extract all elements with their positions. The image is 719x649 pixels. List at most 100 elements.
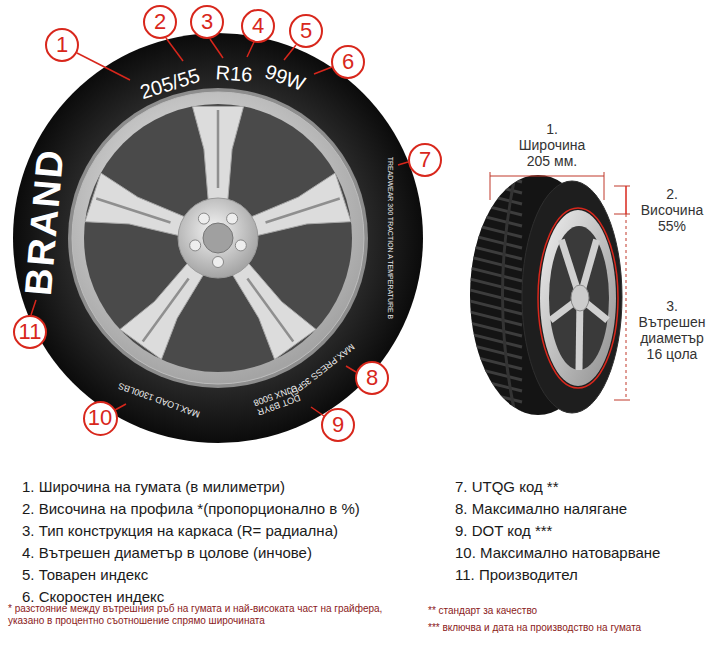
callout-text: 2: [154, 11, 166, 33]
tread-groove: [466, 377, 522, 391]
list-item: 11. Производител: [455, 566, 578, 583]
spoke-groove: [266, 198, 340, 222]
leader-line: [31, 300, 36, 315]
list-item: 1. Широчина на гумата (в милиметри): [22, 478, 285, 495]
tread-groove: [466, 212, 522, 226]
list-item: 8. Максимално налягане: [455, 500, 627, 517]
sidewall-marking: DOT B9YR UJNX 5008: [244, 380, 309, 421]
footnote: *** включва и дата на производство на гу…: [428, 622, 641, 634]
center-cap: [203, 223, 233, 253]
rim: [540, 210, 616, 386]
callout-number: 7: [408, 143, 442, 177]
leader-line: [346, 366, 356, 372]
leader-line: [311, 407, 324, 416]
brand-name: BRAND: [17, 147, 73, 297]
dimension-line: [625, 186, 627, 214]
spoke-groove: [247, 278, 293, 341]
spoke: [230, 259, 316, 360]
lug-nuts: [190, 213, 247, 267]
leader-line: [77, 53, 130, 80]
spoke-groove: [143, 278, 189, 341]
callout-number: 3: [190, 5, 224, 39]
footnote: ** стандарт за качество: [428, 605, 537, 617]
lug-nut: [227, 213, 238, 224]
wheel-spokes: [85, 106, 351, 359]
lug-nut: [190, 240, 201, 251]
tire-sidewall: [522, 181, 622, 413]
tread-pattern: [466, 168, 522, 435]
leader-line: [115, 404, 126, 410]
wheel-hub: [571, 285, 589, 311]
dimension-line: [614, 400, 630, 401]
callout-number: 1: [45, 28, 79, 62]
callout-text: 7: [419, 149, 431, 171]
callout-text: 1: [56, 34, 68, 56]
footnote: * разстояние между вътрешния ръб на гума…: [8, 603, 413, 626]
callout-text: 3: [201, 11, 213, 33]
dimension-line: [490, 176, 604, 177]
spoke-groove: [217, 110, 220, 188]
list-item: 4. Вътрешен диаметър в цолове (инчове): [22, 544, 312, 561]
lug-nut: [235, 240, 246, 251]
dimension-label: 2. Височина 55%: [636, 186, 708, 234]
leader-line: [314, 67, 332, 74]
tread-groove: [466, 421, 522, 435]
wheel-spokes: [550, 240, 607, 370]
rim-well: [84, 104, 352, 372]
callout-text: 11: [19, 321, 42, 343]
tread-groove: [466, 333, 522, 347]
tread-groove: [466, 168, 522, 182]
list-item: 7. UTQG код **: [455, 478, 559, 495]
leader-line: [284, 45, 296, 60]
spoke: [85, 173, 190, 237]
tread-groove: [466, 190, 522, 204]
spoke: [120, 259, 206, 360]
tread-groove: [466, 344, 522, 358]
sidewall-marking: MAX.LOAD 1300LBS: [117, 380, 201, 419]
size-marking: 205/55: [137, 64, 202, 104]
sidewall-marking: TREADWEAR 300 TRACTION A TEMPERATURE B: [386, 157, 394, 320]
tread-groove: [466, 410, 522, 424]
callout-text: 8: [366, 367, 378, 389]
size-marking: R16: [215, 61, 253, 87]
leader-lines: [31, 38, 408, 416]
list-item: 3. Тип конструкция на каркаса (R= радиал…: [22, 522, 338, 539]
spoke: [192, 106, 243, 205]
tire-sidewall: [13, 33, 423, 443]
dimension-line: [626, 214, 627, 400]
callout-number: 9: [321, 408, 355, 442]
callout-text: 9: [332, 414, 344, 436]
spoke-groove: [96, 198, 170, 222]
list-item: 6. Скоростен индекс: [22, 588, 164, 605]
rim-well: [549, 226, 609, 370]
list-item: 2. Височина на профила *(пропорционално …: [22, 500, 360, 517]
dimension-label: 1. Широчина 205 мм.: [514, 121, 590, 169]
callout-number: 11: [13, 315, 47, 349]
tread-groove: [466, 201, 522, 215]
list-item: 5. Товарен индекс: [22, 566, 148, 583]
tread-groove: [466, 234, 522, 248]
callout-number: 10: [83, 401, 118, 436]
tread-groove: [503, 176, 516, 414]
leader-line: [166, 38, 183, 61]
spoke: [246, 173, 351, 237]
callout-number: 4: [241, 9, 275, 43]
lug-nut: [198, 213, 209, 224]
callout-number: 6: [331, 45, 365, 79]
leader-line: [398, 162, 408, 165]
callout-number: 5: [289, 14, 323, 48]
list-item: 9. DOT код ***: [455, 522, 552, 539]
tread-groove: [466, 355, 522, 369]
tread-groove: [466, 366, 522, 380]
wheel-hub: [178, 198, 258, 278]
callout-number: 2: [143, 5, 177, 39]
dimension-marks: [490, 172, 630, 400]
leader-line: [247, 42, 254, 57]
rim: [72, 92, 364, 384]
rim-outline: [538, 208, 618, 388]
tread-groove: [466, 223, 522, 237]
callout-text: 10: [88, 407, 112, 429]
callout-text: 6: [342, 51, 354, 73]
leader-line: [210, 39, 223, 58]
